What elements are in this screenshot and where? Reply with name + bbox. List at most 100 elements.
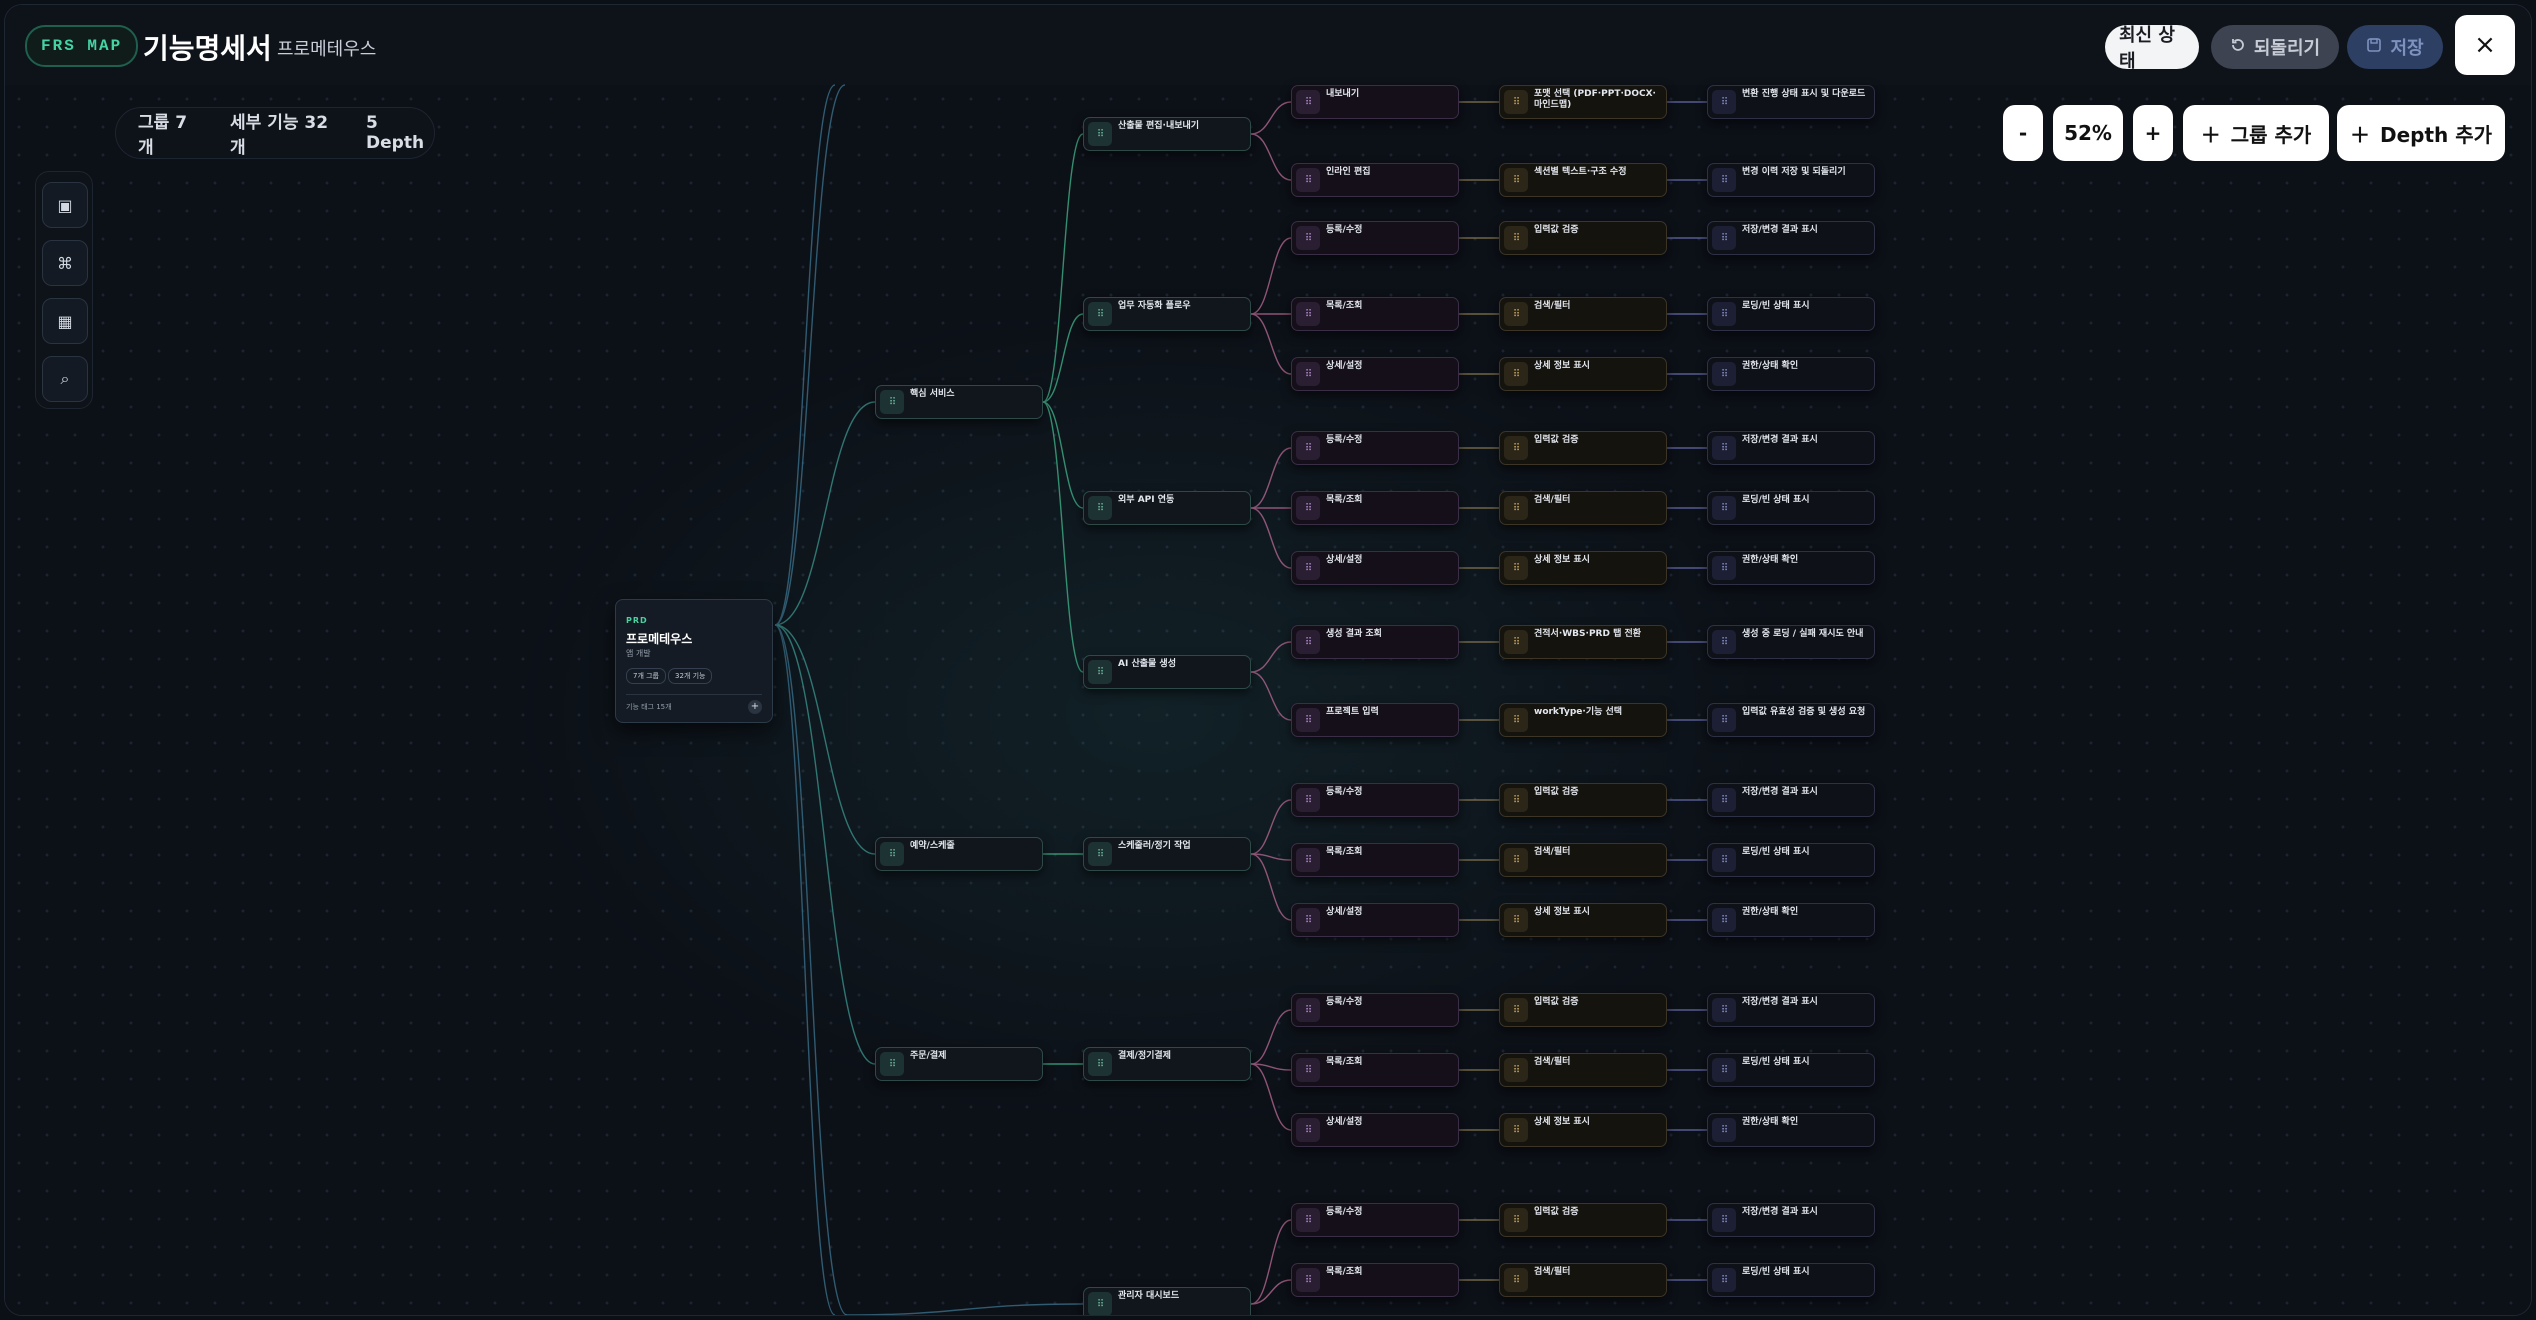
feature-node-depth2[interactable]: ⠿업무 자동화 플로우 <box>1083 297 1251 331</box>
feature-node-depth4[interactable]: ⠿입력값 검증 <box>1499 221 1667 255</box>
save-button[interactable]: 저장 <box>2347 25 2443 69</box>
drag-handle-icon[interactable]: ⠿ <box>1504 496 1528 520</box>
drag-handle-icon[interactable]: ⠿ <box>1504 788 1528 812</box>
feature-node-depth1[interactable]: ⠿예약/스케줄 <box>875 837 1043 871</box>
drag-handle-icon[interactable]: ⠿ <box>1088 660 1112 684</box>
feature-node-depth5[interactable]: ⠿권한/상태 확인 <box>1707 357 1875 391</box>
feature-node-depth3[interactable]: ⠿등록/수정 <box>1291 431 1459 465</box>
feature-node-depth3[interactable]: ⠿상세/설정 <box>1291 357 1459 391</box>
feature-node-depth2[interactable]: ⠿스케줄러/정기 작업 <box>1083 837 1251 871</box>
drag-handle-icon[interactable]: ⠿ <box>1296 226 1320 250</box>
drag-handle-icon[interactable]: ⠿ <box>1712 556 1736 580</box>
search-icon[interactable]: ⌕ <box>42 356 88 402</box>
feature-node-depth4[interactable]: ⠿입력값 검증 <box>1499 431 1667 465</box>
drag-handle-icon[interactable]: ⠿ <box>1712 436 1736 460</box>
feature-node-depth5[interactable]: ⠿권한/상태 확인 <box>1707 903 1875 937</box>
feature-node-depth4[interactable]: ⠿상세 정보 표시 <box>1499 551 1667 585</box>
feature-node-depth2[interactable]: ⠿외부 API 연동 <box>1083 491 1251 525</box>
drag-handle-icon[interactable]: ⠿ <box>1504 908 1528 932</box>
feature-node-depth5[interactable]: ⠿변경 이력 저장 및 되돌리기 <box>1707 163 1875 197</box>
drag-handle-icon[interactable]: ⠿ <box>1296 1268 1320 1292</box>
feature-node-depth4[interactable]: ⠿상세 정보 표시 <box>1499 1113 1667 1147</box>
drag-handle-icon[interactable]: ⠿ <box>1712 908 1736 932</box>
drag-handle-icon[interactable]: ⠿ <box>1504 168 1528 192</box>
feature-node-depth4[interactable]: ⠿상세 정보 표시 <box>1499 357 1667 391</box>
drag-handle-icon[interactable]: ⠿ <box>1296 496 1320 520</box>
feature-node-depth5[interactable]: ⠿로딩/빈 상태 표시 <box>1707 1263 1875 1297</box>
latest-state-button[interactable]: 최신 상태 <box>2105 25 2199 72</box>
feature-node-depth1[interactable]: ⠿핵심 서비스 <box>875 385 1043 419</box>
feature-node-depth3[interactable]: ⠿등록/수정 <box>1291 1203 1459 1237</box>
feature-node-depth3[interactable]: ⠿생성 결과 조회 <box>1291 625 1459 659</box>
mindmap-canvas[interactable] <box>5 85 2531 1315</box>
drag-handle-icon[interactable]: ⠿ <box>880 842 904 866</box>
feature-node-depth4[interactable]: ⠿포맷 선택 (PDF·PPT·DOCX·마인드맵) <box>1499 85 1667 119</box>
drag-handle-icon[interactable]: ⠿ <box>1504 226 1528 250</box>
feature-node-depth4[interactable]: ⠿입력값 검증 <box>1499 993 1667 1027</box>
feature-node-depth1[interactable]: ⠿주문/결제 <box>875 1047 1043 1081</box>
feature-node-depth3[interactable]: ⠿프로젝트 입력 <box>1291 703 1459 737</box>
drag-handle-icon[interactable]: ⠿ <box>1712 226 1736 250</box>
drag-handle-icon[interactable]: ⠿ <box>1296 90 1320 114</box>
feature-node-depth3[interactable]: ⠿상세/설정 <box>1291 551 1459 585</box>
drag-handle-icon[interactable]: ⠿ <box>1712 1118 1736 1142</box>
feature-node-depth5[interactable]: ⠿로딩/빈 상태 표시 <box>1707 843 1875 877</box>
feature-node-depth5[interactable]: ⠿저장/변경 결과 표시 <box>1707 221 1875 255</box>
drag-handle-icon[interactable]: ⠿ <box>1712 708 1736 732</box>
feature-node-depth4[interactable]: ⠿검색/필터 <box>1499 1263 1667 1297</box>
drag-handle-icon[interactable]: ⠿ <box>1296 848 1320 872</box>
feature-node-depth4[interactable]: ⠿입력값 검증 <box>1499 783 1667 817</box>
drag-handle-icon[interactable]: ⠿ <box>1296 1118 1320 1142</box>
drag-handle-icon[interactable]: ⠿ <box>1504 436 1528 460</box>
drag-handle-icon[interactable]: ⠿ <box>1712 1268 1736 1292</box>
feature-node-depth5[interactable]: ⠿권한/상태 확인 <box>1707 551 1875 585</box>
feature-node-depth5[interactable]: ⠿저장/변경 결과 표시 <box>1707 1203 1875 1237</box>
feature-node-depth5[interactable]: ⠿로딩/빈 상태 표시 <box>1707 491 1875 525</box>
drag-handle-icon[interactable]: ⠿ <box>1088 122 1112 146</box>
drag-handle-icon[interactable]: ⠿ <box>1504 302 1528 326</box>
drag-handle-icon[interactable]: ⠿ <box>1712 1058 1736 1082</box>
drag-handle-icon[interactable]: ⠿ <box>1296 302 1320 326</box>
drag-handle-icon[interactable]: ⠿ <box>1712 1208 1736 1232</box>
feature-node-depth3[interactable]: ⠿목록/조회 <box>1291 297 1459 331</box>
feature-node-depth4[interactable]: ⠿섹션별 텍스트·구조 수정 <box>1499 163 1667 197</box>
drag-handle-icon[interactable]: ⠿ <box>1296 908 1320 932</box>
drag-handle-icon[interactable]: ⠿ <box>1296 630 1320 654</box>
feature-node-depth5[interactable]: ⠿생성 중 로딩 / 실패 재시도 안내 <box>1707 625 1875 659</box>
feature-node-depth3[interactable]: ⠿내보내기 <box>1291 85 1459 119</box>
root-add-button[interactable]: + <box>748 700 762 714</box>
feature-node-depth3[interactable]: ⠿목록/조회 <box>1291 1053 1459 1087</box>
feature-node-depth3[interactable]: ⠿인라인 편집 <box>1291 163 1459 197</box>
feature-node-depth5[interactable]: ⠿로딩/빈 상태 표시 <box>1707 297 1875 331</box>
feature-node-depth5[interactable]: ⠿저장/변경 결과 표시 <box>1707 993 1875 1027</box>
feature-node-depth3[interactable]: ⠿목록/조회 <box>1291 843 1459 877</box>
drag-handle-icon[interactable]: ⠿ <box>1504 1058 1528 1082</box>
command-icon[interactable]: ⌘ <box>42 240 88 286</box>
zoom-in-button[interactable]: + <box>2133 105 2173 161</box>
feature-node-depth4[interactable]: ⠿견적서·WBS·PRD 탭 전환 <box>1499 625 1667 659</box>
drag-handle-icon[interactable]: ⠿ <box>1504 1208 1528 1232</box>
drag-handle-icon[interactable]: ⠿ <box>1504 362 1528 386</box>
drag-handle-icon[interactable]: ⠿ <box>1296 708 1320 732</box>
drag-handle-icon[interactable]: ⠿ <box>1296 168 1320 192</box>
feature-node-depth3[interactable]: ⠿등록/수정 <box>1291 783 1459 817</box>
zoom-out-button[interactable]: - <box>2003 105 2043 161</box>
drag-handle-icon[interactable]: ⠿ <box>1296 362 1320 386</box>
feature-node-depth5[interactable]: ⠿변환 진행 상태 표시 및 다운로드 <box>1707 85 1875 119</box>
drag-handle-icon[interactable]: ⠿ <box>1504 1268 1528 1292</box>
feature-node-depth4[interactable]: ⠿검색/필터 <box>1499 1053 1667 1087</box>
drag-handle-icon[interactable]: ⠿ <box>1712 998 1736 1022</box>
drag-handle-icon[interactable]: ⠿ <box>1296 1058 1320 1082</box>
drag-handle-icon[interactable]: ⠿ <box>1712 362 1736 386</box>
drag-handle-icon[interactable]: ⠿ <box>1504 630 1528 654</box>
drag-handle-icon[interactable]: ⠿ <box>1088 496 1112 520</box>
drag-handle-icon[interactable]: ⠿ <box>1504 998 1528 1022</box>
root-node[interactable]: PRD 프로메테우스 앱 개발 7개 그룹 32개 기능 기능 태그 15개 + <box>615 599 773 723</box>
feature-node-depth5[interactable]: ⠿권한/상태 확인 <box>1707 1113 1875 1147</box>
feature-node-depth4[interactable]: ⠿검색/필터 <box>1499 297 1667 331</box>
square-select-icon[interactable]: ▣ <box>42 182 88 228</box>
drag-handle-icon[interactable]: ⠿ <box>1296 998 1320 1022</box>
drag-handle-icon[interactable]: ⠿ <box>1296 556 1320 580</box>
feature-node-depth4[interactable]: ⠿상세 정보 표시 <box>1499 903 1667 937</box>
drag-handle-icon[interactable]: ⠿ <box>1296 788 1320 812</box>
